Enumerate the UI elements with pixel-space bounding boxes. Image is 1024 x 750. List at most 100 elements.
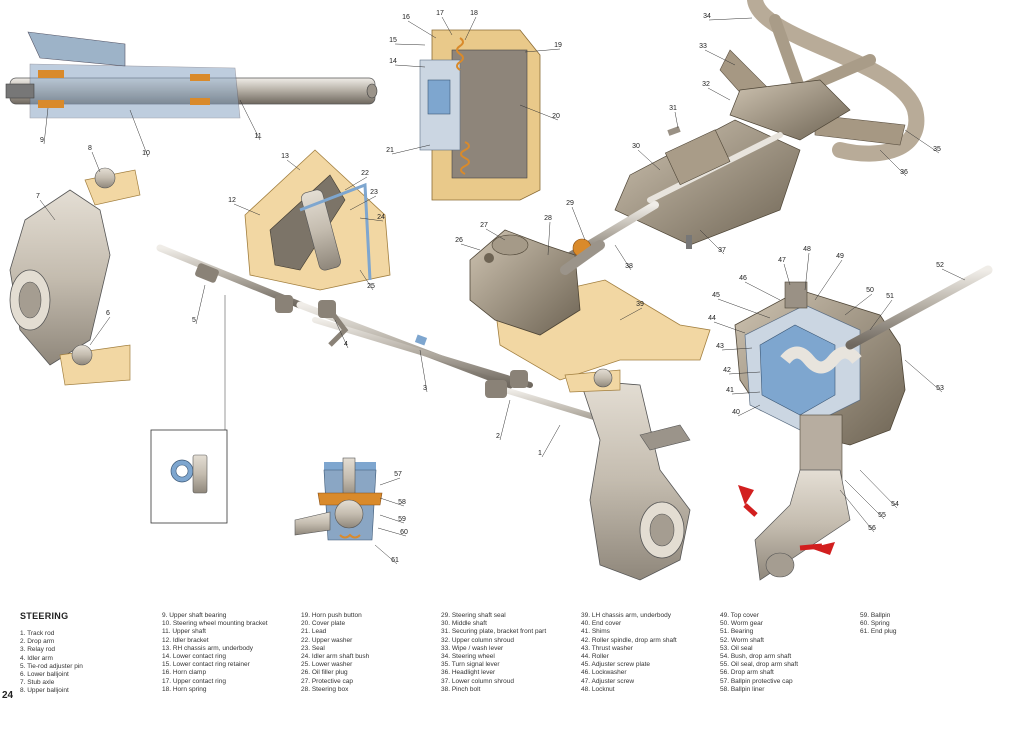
callout-leader-59 [379, 514, 405, 524]
legend-item: 25. Lower washer [301, 661, 353, 669]
callout-leader-56 [839, 489, 875, 533]
callout-29: 29 [566, 200, 574, 207]
callout-39: 39 [636, 301, 644, 308]
legend-item: 47. Adjuster screw [581, 677, 635, 685]
callout-leader-8 [91, 151, 101, 173]
callout-leader-24 [359, 217, 384, 222]
legend-item: 39. LH chassis arm, underbody [581, 612, 671, 619]
legend-item: 59. Ballpin [860, 612, 891, 619]
callout-leader-40 [737, 404, 761, 417]
tie-rod-pin-detail [150, 295, 228, 524]
callout-41: 41 [726, 387, 734, 394]
callout-leader-35 [904, 129, 940, 154]
legend-item: 35. Turn signal lever [441, 661, 500, 669]
legend-item: 1. Track rod [20, 630, 55, 637]
callout-leader-31 [674, 111, 679, 129]
callout-1: 1 [538, 450, 542, 457]
legend-item: 58. Ballpin liner [720, 685, 765, 693]
callout-leader-22 [344, 176, 368, 191]
legend-item: 8. Upper balljoint [20, 687, 69, 695]
callout-leader-32 [707, 87, 731, 101]
legend-item: 29. Steering shaft seal [441, 612, 506, 619]
callout-55: 55 [878, 512, 886, 519]
callout-6: 6 [106, 310, 110, 317]
callout-52: 52 [936, 262, 944, 269]
callout-37: 37 [718, 247, 726, 254]
callout-43: 43 [716, 343, 724, 350]
legend-item: 49. Top cover [720, 612, 759, 619]
legend-item: 42. Roller spindle, drop arm shaft [581, 636, 677, 644]
callout-leader-27 [485, 228, 506, 241]
callout-28: 28 [544, 215, 552, 222]
legend-item: 56. Drop arm shaft [720, 669, 774, 677]
callout-61: 61 [391, 557, 399, 564]
callout-leader-60 [377, 527, 407, 537]
callout-35: 35 [933, 146, 941, 153]
balljoint-section [294, 457, 383, 541]
callout-leader-12 [233, 203, 261, 216]
callout-56: 56 [868, 525, 876, 532]
legend-item: 43. Thrust washer [581, 644, 633, 652]
callout-51: 51 [886, 293, 894, 300]
legend-item: 10. Steering wheel mounting bracket [162, 620, 268, 628]
callout-42: 42 [723, 367, 731, 374]
legend-item: 30. Middle shaft [441, 620, 487, 628]
steering-exploded-diagram: 1234567891011121314151617181920212223242… [5, 0, 993, 581]
callout-47: 47 [778, 257, 786, 264]
legend-item: 61. End plug [860, 628, 897, 636]
legend-item: 48. Locknut [581, 685, 615, 693]
callout-leader-16 [407, 20, 437, 39]
callout-40: 40 [732, 409, 740, 416]
callout-49: 49 [836, 253, 844, 260]
callout-leader-42 [728, 371, 761, 375]
legend-item: 38. Pinch bolt [441, 685, 481, 693]
callout-leader-23 [349, 195, 377, 211]
legend-item: 19. Horn push button [301, 612, 362, 619]
callout-leader-20 [519, 104, 559, 121]
callout-48: 48 [803, 246, 811, 253]
callout-30: 30 [632, 143, 640, 150]
callout-36: 36 [900, 169, 908, 176]
callout-leader-28 [547, 221, 551, 256]
callout-leader-10 [129, 109, 149, 158]
callout-leader-52 [941, 268, 966, 281]
steering-box-cutaway [734, 265, 993, 581]
callout-11: 11 [254, 133, 261, 140]
legend-item: 52. Worm shaft [720, 636, 764, 644]
legend-item: 11. Upper shaft [162, 628, 206, 636]
legend-item: 16. Horn clamp [162, 669, 207, 677]
callout-46: 46 [739, 275, 747, 282]
callout-20: 20 [552, 113, 560, 120]
callout-leader-2 [499, 399, 511, 441]
callout-53: 53 [936, 385, 944, 392]
legend-item: 4. Idler arm [20, 654, 53, 662]
legend-item: 14. Lower contact ring [162, 653, 226, 661]
callout-leader-5 [195, 284, 206, 325]
callout-34: 34 [703, 13, 711, 20]
callout-leader-38 [614, 244, 632, 271]
callout-leader-3 [419, 349, 428, 393]
callout-leader-43 [721, 347, 753, 351]
legend-item: 22. Upper washer [301, 636, 353, 644]
legend-item: 54. Bush, drop arm shaft [720, 653, 792, 661]
callout-59: 59 [398, 516, 406, 523]
callout-10: 10 [142, 150, 150, 157]
callout-17: 17 [436, 10, 444, 17]
callout-leader-25 [359, 269, 374, 291]
callout-leader-37 [699, 229, 725, 255]
legend-item: 57. Ballpin protective cap [720, 677, 793, 685]
steering-box-assembly [469, 229, 711, 381]
legend-item: 36. Headlight lever [441, 669, 496, 677]
callout-leader-14 [394, 64, 426, 68]
callout-leader-45 [717, 298, 771, 319]
callout-22: 22 [361, 170, 369, 177]
legend-item: 40. End cover [581, 620, 622, 628]
callout-leader-53 [904, 359, 943, 393]
callout-7: 7 [36, 193, 40, 200]
legend-item: 53. Oil seal [720, 644, 753, 652]
callout-13: 13 [281, 153, 289, 160]
legend-item: 55. Oil seal, drop arm shaft [720, 661, 799, 669]
legend-item: 15. Lower contact ring retainer [162, 661, 250, 669]
